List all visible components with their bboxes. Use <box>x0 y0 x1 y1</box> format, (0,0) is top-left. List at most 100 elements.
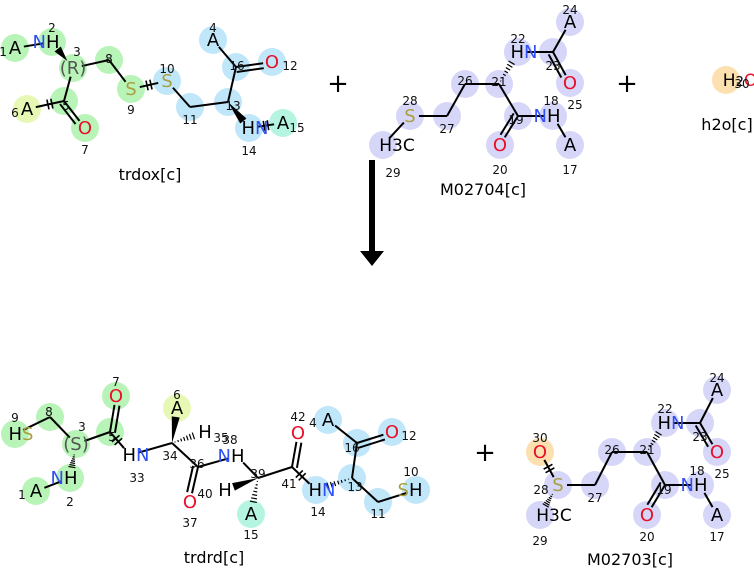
bond <box>54 46 68 61</box>
atom-number: 25 <box>714 467 729 481</box>
atom-number: 25 <box>567 98 582 112</box>
plus-sign: + <box>474 438 496 468</box>
atom-label: S <box>552 475 563 496</box>
atom-label: HN <box>657 413 684 434</box>
molecule-name: M02703[c] <box>587 550 673 568</box>
bond <box>138 442 173 454</box>
atom-label: O <box>78 118 92 139</box>
bond <box>694 422 714 448</box>
atom-number: 9 <box>11 411 19 425</box>
atom-highlight <box>686 471 714 499</box>
atom-highlight <box>163 394 191 422</box>
atom-label: A <box>171 398 184 419</box>
molecule-name: h2o[c] <box>701 115 752 134</box>
atom-number: 18 <box>689 464 704 478</box>
bond <box>552 29 567 53</box>
atom-label: A <box>207 30 220 51</box>
atom-label: O <box>385 422 399 443</box>
atom-highlight <box>526 438 554 466</box>
bond <box>356 433 386 449</box>
atom-highlight <box>269 109 297 137</box>
atom-number: 41 <box>281 477 296 491</box>
atom-number: 2 <box>48 21 56 35</box>
atom-number: 37 <box>182 516 197 530</box>
atom-number: 20 <box>639 530 654 544</box>
bond <box>699 397 714 424</box>
atom-label: A <box>30 481 43 502</box>
atom-highlight <box>539 102 567 130</box>
atom-number: 24 <box>562 3 577 17</box>
atom-highlight <box>703 501 731 529</box>
atom-highlight <box>258 48 286 76</box>
bond <box>647 430 662 451</box>
bond <box>63 76 72 102</box>
atom-number: 1 <box>18 488 26 502</box>
atom-label: A <box>564 135 577 156</box>
bond <box>189 101 229 108</box>
bond <box>257 120 275 131</box>
bond <box>646 481 666 508</box>
atom-number: 6 <box>173 388 181 402</box>
atom-label: O <box>109 386 123 407</box>
atom-number: 7 <box>112 375 120 389</box>
atom-label: A <box>711 380 724 401</box>
atom-highlight <box>633 501 661 529</box>
atom-label: O <box>265 52 279 73</box>
atom-number: 4 <box>309 416 317 430</box>
bond <box>68 454 76 469</box>
atom-label: O <box>533 442 547 463</box>
atom-number: 28 <box>533 483 548 497</box>
atom-number: 3 <box>78 420 86 434</box>
atom-number: 13 <box>225 99 240 113</box>
atom-number: 14 <box>241 144 256 158</box>
plus-sign: + <box>616 69 638 99</box>
atom-label: O <box>710 442 724 463</box>
atom-label: H <box>198 422 212 443</box>
atom-highlight <box>703 376 731 404</box>
atom-highlight <box>402 476 430 504</box>
bond <box>59 100 81 125</box>
bond <box>542 493 554 508</box>
molecule-name: trdox[c] <box>119 165 182 184</box>
bond <box>23 42 44 48</box>
bond <box>291 466 311 485</box>
atom-label: O <box>291 423 305 444</box>
atom-highlight <box>1 34 29 62</box>
atom-label: A <box>322 410 335 431</box>
bond <box>388 121 405 140</box>
atom-label: HN <box>122 445 149 466</box>
atom-label: A <box>21 99 34 120</box>
atom-highlight <box>556 69 584 97</box>
atom-number: 8 <box>45 405 53 419</box>
atom-label: A <box>245 504 258 525</box>
atom-highlight <box>556 131 584 159</box>
atom-number: 9 <box>127 103 135 117</box>
atom-number: 2 <box>66 495 74 509</box>
atom-number: 27 <box>587 491 602 505</box>
bond <box>171 442 199 468</box>
atom-number: 29 <box>385 166 400 180</box>
atom-number: 4 <box>209 21 217 35</box>
atom-number: 17 <box>709 530 724 544</box>
atom-highlight <box>651 409 679 437</box>
atom-number: 5 <box>62 99 70 113</box>
atom-highlight <box>378 418 406 446</box>
atom-number: 15 <box>289 121 304 135</box>
atom-number: 38 <box>222 433 237 447</box>
atom-label: O <box>563 73 577 94</box>
atom-number: 12 <box>401 429 416 443</box>
atom-number: 17 <box>562 163 577 177</box>
plus-sign: + <box>327 69 349 99</box>
bond <box>543 459 555 478</box>
atom-number: 15 <box>243 528 258 542</box>
atom-number: 28 <box>402 94 417 108</box>
atom-label: A <box>277 113 290 134</box>
bond <box>22 416 51 431</box>
bond <box>499 112 519 138</box>
atom-label: HS <box>9 424 34 445</box>
atom-number: 19 <box>508 113 523 127</box>
atom-number: 8 <box>105 52 113 66</box>
atom-highlight <box>544 471 572 499</box>
atom-label: NH <box>217 446 244 467</box>
